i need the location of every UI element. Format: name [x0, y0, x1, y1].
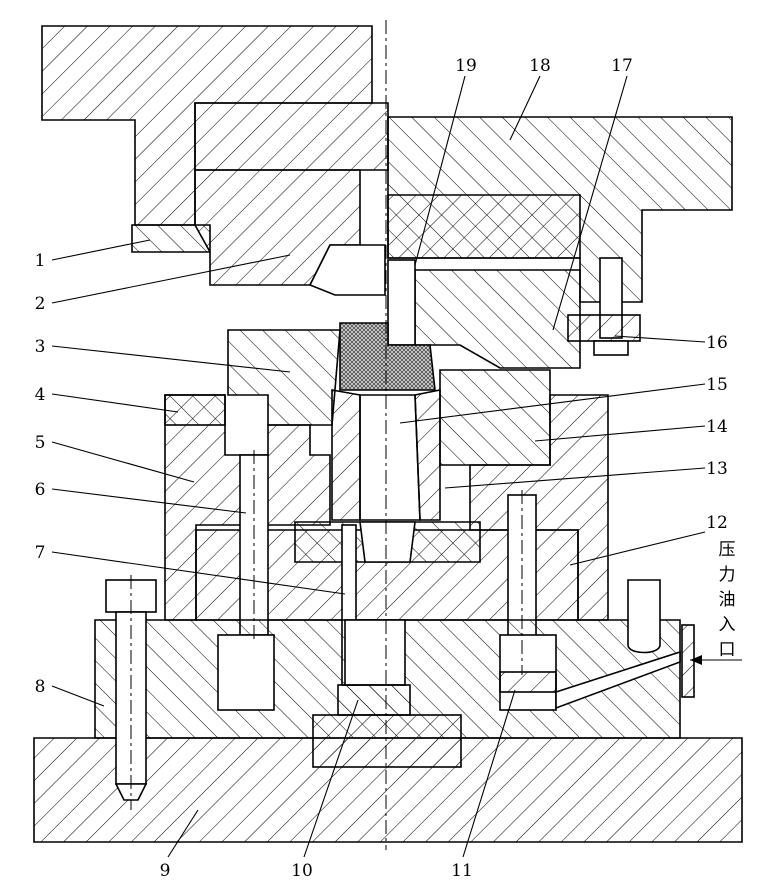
upper-die-group [41, 25, 733, 369]
label-16: 16 [706, 333, 728, 353]
label-15: 15 [706, 375, 728, 395]
label-13: 13 [706, 459, 728, 479]
part-4-plate [164, 394, 226, 426]
part-3-die-ring [227, 329, 341, 426]
label-10: 10 [291, 861, 313, 881]
label-6: 6 [35, 480, 46, 500]
part-10-ejector [337, 684, 411, 716]
label-4: 4 [35, 385, 46, 405]
oil-inlet-char-1: 压 [719, 540, 736, 560]
left-cavity [217, 634, 275, 711]
label-14: 14 [706, 417, 728, 437]
center-cavity [344, 619, 406, 686]
part-labels: 1 2 3 4 5 6 7 8 9 10 11 12 13 14 15 16 1… [35, 56, 728, 881]
label-17: 17 [611, 56, 633, 76]
workpiece [339, 322, 436, 391]
part-13-sleeve [414, 389, 441, 521]
part-16-block [414, 269, 581, 369]
oil-inlet-label: 压 力 油 入 口 [719, 540, 736, 660]
left-bolt-tip [114, 783, 148, 801]
part-14-housing [439, 369, 551, 466]
oil-inlet-char-4: 入 [719, 615, 736, 635]
label-2: 2 [35, 294, 46, 314]
part-19-punch [387, 259, 416, 346]
part-15-sleeve [331, 389, 361, 521]
label-11: 11 [451, 861, 473, 881]
punch-plate [194, 102, 389, 171]
part-9-base [33, 737, 743, 843]
label-3: 3 [35, 337, 46, 357]
label-8: 8 [35, 677, 46, 697]
oil-cap [627, 579, 661, 654]
label-7: 7 [35, 543, 46, 563]
label-19: 19 [455, 56, 477, 76]
label-12: 12 [706, 513, 728, 533]
part-11-piston [499, 671, 557, 693]
oil-inlet-char-2: 力 [719, 565, 736, 585]
label-5: 5 [35, 433, 46, 453]
label-9: 9 [160, 861, 171, 881]
part-17-block [387, 194, 581, 259]
part-15-center-die [359, 394, 421, 521]
leader-lines [51, 75, 706, 858]
oil-fitting [681, 624, 695, 698]
label-1: 1 [35, 251, 46, 271]
label-18: 18 [529, 56, 551, 76]
oil-inlet-char-3: 油 [719, 590, 736, 610]
bolt-head [593, 340, 629, 356]
oil-arrow-head [690, 655, 702, 665]
oil-passage [555, 650, 681, 710]
lower-die-group [33, 329, 743, 843]
oil-inlet-char-5: 口 [719, 640, 736, 660]
upper-die-cone [308, 244, 386, 296]
knockout-cone [359, 521, 416, 563]
